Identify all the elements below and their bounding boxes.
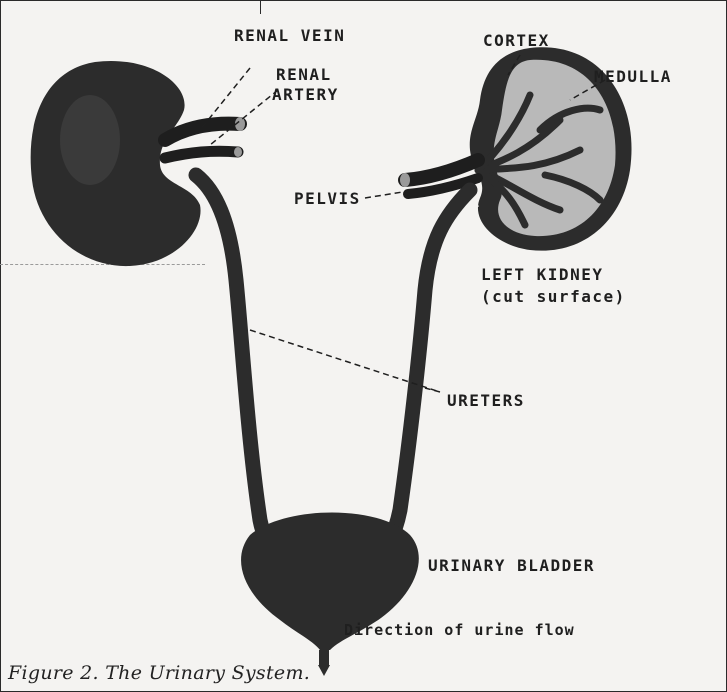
renal-artery: [165, 151, 238, 158]
label-pelvis: PELVIS: [294, 190, 361, 208]
label-urine-flow: Direction of urine flow: [344, 621, 575, 639]
label-renal-artery-line2: ARTERY: [272, 86, 339, 104]
urethra: [319, 650, 329, 666]
label-renal-vein: RENAL VEIN: [234, 27, 345, 45]
label-urinary-bladder: URINARY BLADDER: [428, 557, 595, 575]
label-cortex: CORTEX: [483, 32, 550, 50]
label-renal-artery-line1: RENAL: [276, 66, 332, 84]
left-ureter: [372, 190, 470, 562]
label-medulla: MEDULLA: [594, 68, 672, 86]
label-ureters: URETERS: [447, 392, 525, 410]
kidney-highlight: [60, 95, 120, 185]
right-kidney: [31, 61, 201, 266]
figure-caption: Figure 2. The Urinary System.: [8, 662, 310, 684]
right-ureter: [196, 175, 285, 560]
label-left-kidney-line2: (cut surface): [481, 288, 626, 306]
label-left-kidney-line1: LEFT KIDNEY: [481, 266, 603, 284]
flow-arrow: [318, 665, 330, 676]
